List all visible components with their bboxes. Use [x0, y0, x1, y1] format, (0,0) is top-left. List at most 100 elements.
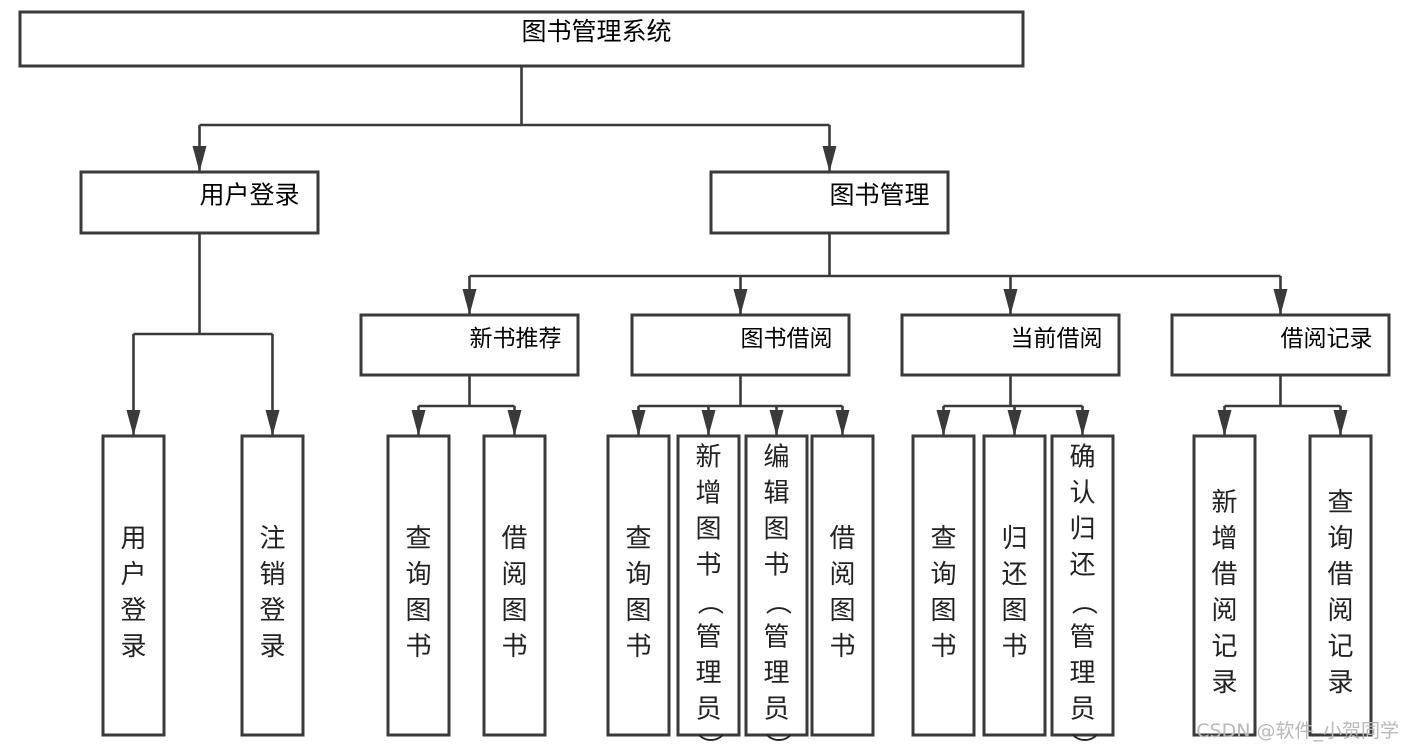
leaf-node-1-char: 销	[259, 560, 285, 590]
level2-node-1-label: 图书借阅	[741, 326, 833, 352]
level1-node-0[interactable]: 用户登录	[79, 170, 320, 235]
leaf-node-11-char: 借	[1211, 560, 1237, 590]
leaf-node-9-box[interactable]	[982, 434, 1047, 737]
leaf-node-11-char: 记	[1211, 632, 1237, 662]
root-node-label: 图书管理系统	[522, 17, 672, 46]
level2-node-3-box[interactable]	[1170, 313, 1391, 377]
leaf-node-4-char: 书	[625, 632, 651, 662]
leaf-node-5-char: （	[694, 589, 724, 615]
level2-node-1-box[interactable]	[630, 313, 851, 377]
leaf-node-0-char: 户	[120, 560, 146, 590]
root-node-box[interactable]	[18, 10, 1025, 68]
leaf-node-11-box[interactable]	[1192, 434, 1257, 737]
leaf-node-10-box[interactable]	[1050, 434, 1115, 737]
level2-node-1[interactable]: 图书借阅	[630, 313, 851, 377]
level2-node-2[interactable]: 当前借阅	[900, 313, 1121, 377]
leaf-node-9-char: 归	[1001, 524, 1027, 554]
leaf-node-6-char: 编	[763, 443, 789, 473]
leaf-node-6-char: 图	[763, 515, 789, 545]
level2-node-0-label: 新书推荐	[470, 326, 562, 352]
node-layer: 图书管理系统用户登录图书管理新书推荐图书借阅当前借阅借阅记录用户登录注销登录查询…	[18, 10, 1391, 747]
leaf-node-9-char: 还	[1001, 560, 1027, 590]
leaf-node-6-box[interactable]	[744, 434, 809, 737]
leaf-node-12-char: 询	[1327, 524, 1353, 554]
leaf-node-10-char: （	[1068, 589, 1098, 615]
leaf-node-11-char: 阅	[1211, 596, 1237, 626]
leaf-node-0-box[interactable]	[101, 434, 166, 737]
leaf-node-0-char: 用	[120, 524, 146, 554]
leaf-node-5-char: ）	[694, 733, 724, 747]
leaf-node-10-char: 员	[1069, 695, 1095, 725]
arrow-head-icon	[265, 410, 280, 436]
arrow-head-icon	[507, 410, 522, 436]
leaf-node-12-char: 查	[1327, 488, 1353, 518]
arrow-head-icon	[1217, 410, 1232, 436]
leaf-node-11-char: 录	[1211, 668, 1237, 698]
leaf-node-6-char: 书	[763, 551, 789, 581]
leaf-node-10-char: 理	[1069, 659, 1095, 689]
leaf-node-2-box[interactable]	[386, 434, 451, 737]
arrow-head-icon	[192, 146, 207, 172]
leaf-node-10-char: 还	[1069, 551, 1095, 581]
leaf-node-7-char: 阅	[829, 560, 855, 590]
arrow-head-icon	[126, 410, 141, 436]
level2-node-3[interactable]: 借阅记录	[1170, 313, 1391, 377]
level2-node-0-box[interactable]	[359, 313, 580, 377]
arrow-head-icon	[1003, 289, 1018, 315]
arrow-head-icon	[1273, 289, 1288, 315]
leaf-node-6-char: 理	[763, 659, 789, 689]
leaf-node-8-char: 询	[930, 560, 956, 590]
level2-node-2-box[interactable]	[900, 313, 1121, 377]
leaf-node-3-char: 图	[501, 596, 527, 626]
leaf-node-6-char: 管	[763, 623, 789, 653]
arrow-head-icon	[462, 289, 477, 315]
arrow-head-icon	[733, 289, 748, 315]
arrow-head-icon	[936, 410, 951, 436]
leaf-node-7-char: 借	[829, 524, 855, 554]
leaf-node-10-char: 归	[1069, 515, 1095, 545]
leaf-node-10-char: 认	[1069, 479, 1095, 509]
leaf-node-7-box[interactable]	[810, 434, 875, 737]
arrow-head-icon	[769, 410, 784, 436]
leaf-node-4-box[interactable]	[606, 434, 671, 737]
leaf-node-5-char: 新	[695, 443, 721, 473]
level1-node-0-box[interactable]	[79, 170, 320, 235]
leaf-node-6-char: （	[762, 589, 792, 615]
connector-layer	[126, 66, 1348, 436]
leaf-node-10-char: ）	[1068, 733, 1098, 747]
leaf-node-1-char: 登	[259, 596, 285, 626]
leaf-node-1-box[interactable]	[240, 434, 305, 737]
leaf-node-12-box[interactable]	[1308, 434, 1373, 737]
leaf-node-8-char: 查	[930, 524, 956, 554]
level1-node-0-label: 用户登录	[200, 181, 300, 210]
arrow-head-icon	[822, 146, 837, 172]
level2-node-2-label: 当前借阅	[1011, 326, 1103, 352]
leaf-node-8-box[interactable]	[911, 434, 976, 737]
leaf-node-5-char: 增	[695, 479, 721, 509]
level2-node-0[interactable]: 新书推荐	[359, 313, 580, 377]
leaf-node-5-char: 管	[695, 623, 721, 653]
level1-node-1[interactable]: 图书管理	[709, 170, 950, 235]
leaf-node-3-char: 阅	[501, 560, 527, 590]
leaf-node-5-box[interactable]	[676, 434, 741, 737]
leaf-node-8-char: 图	[930, 596, 956, 626]
leaf-node-3-box[interactable]	[482, 434, 547, 737]
leaf-node-3-char: 借	[501, 524, 527, 554]
level1-node-1-box[interactable]	[709, 170, 950, 235]
leaf-node-12-char: 录	[1327, 668, 1353, 698]
leaf-node-0[interactable]: 用户登录	[101, 434, 166, 737]
root-node[interactable]: 图书管理系统	[18, 10, 1025, 68]
